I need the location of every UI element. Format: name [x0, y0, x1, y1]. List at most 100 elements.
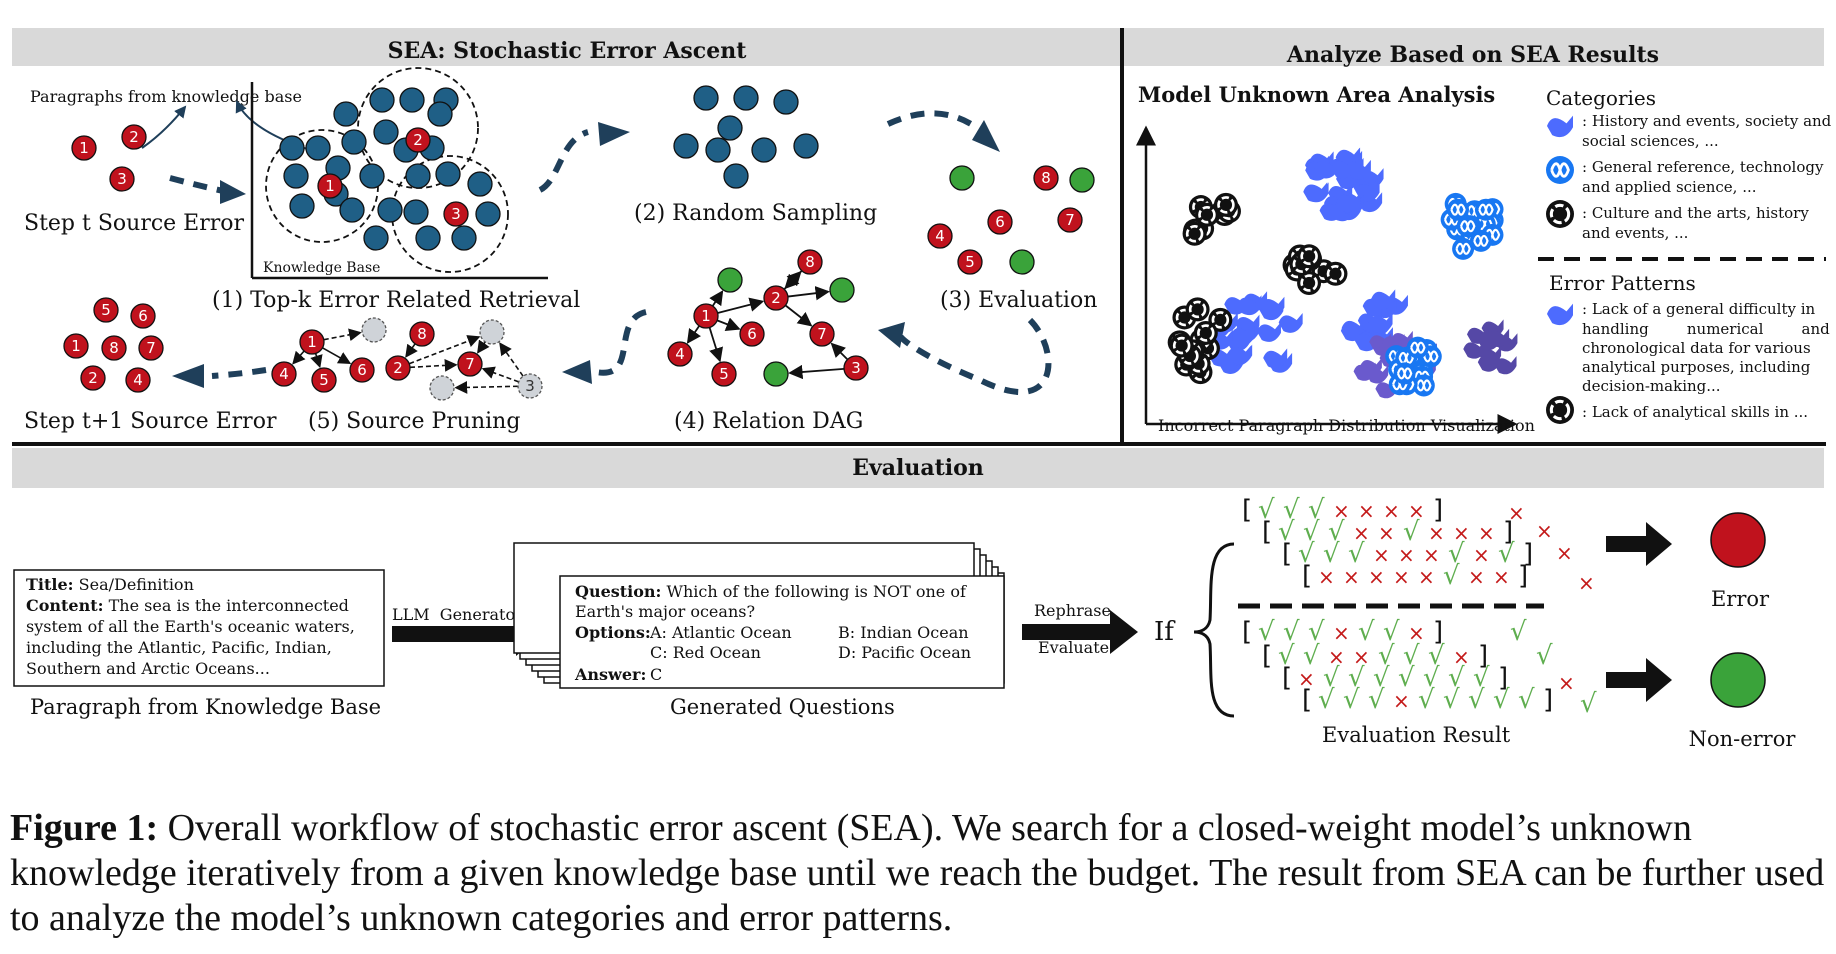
error-label: Error — [1711, 587, 1770, 611]
check-mark: √ — [1343, 685, 1360, 715]
graph-node-number: 3 — [117, 170, 127, 188]
graph-node — [403, 199, 429, 225]
rephrase-arrow — [1022, 610, 1138, 654]
graph-node — [1057, 207, 1083, 233]
flow-arrowhead — [878, 322, 905, 348]
pointer-arrow — [141, 105, 187, 149]
graph-node-number: 1 — [701, 307, 711, 325]
analyze-header-bar — [1124, 28, 1824, 66]
graph-node — [723, 163, 749, 189]
deepseek-icon — [1547, 115, 1573, 138]
graph-node — [809, 321, 835, 347]
result-bracket: ] — [1433, 617, 1443, 647]
flow-arrow — [595, 309, 647, 376]
graph-node — [299, 329, 325, 355]
graph-node — [399, 87, 425, 113]
patterns-title: Error Patterns — [1549, 271, 1696, 295]
cat1-text: : History and events, society and — [1582, 112, 1832, 130]
check-mark: √ — [1443, 561, 1460, 591]
dag-edge — [784, 270, 803, 290]
question-text: Earth's major oceans? — [575, 602, 755, 621]
deepseek-icon — [1479, 346, 1502, 365]
graph-node-number: 7 — [465, 355, 475, 373]
graph-node — [1009, 249, 1035, 275]
graph-node — [373, 119, 399, 145]
cat2-text: : General reference, technology — [1582, 158, 1824, 176]
graph-node-number: 3 — [851, 359, 861, 377]
graph-node — [457, 351, 483, 377]
cross-mark: × — [1558, 671, 1575, 695]
deepseek-icon — [1353, 362, 1376, 381]
evaluation-title: Evaluation — [852, 455, 984, 481]
cross-mark: × — [1318, 565, 1335, 589]
graph-node — [415, 225, 441, 251]
check-mark: √ — [1580, 689, 1597, 719]
graph-node-number: 8 — [1041, 169, 1051, 187]
cross-mark: × — [1578, 571, 1595, 595]
graph-node — [693, 85, 719, 111]
graph-node — [369, 87, 395, 113]
cross-mark: × — [1328, 645, 1345, 669]
graph-node — [121, 124, 147, 150]
graph-node — [405, 163, 431, 189]
meta-icon-glyph — [1450, 203, 1466, 216]
graph-node — [283, 163, 309, 189]
graph-node-number: 7 — [146, 339, 156, 357]
graph-node-number: 6 — [995, 213, 1005, 231]
options-label: Options: — [575, 623, 651, 642]
pruning-edge — [323, 328, 362, 342]
relation-dag-edges — [686, 270, 849, 380]
deepseek-icon — [1355, 181, 1380, 202]
graph-node — [279, 135, 305, 161]
graph-node — [377, 197, 403, 223]
meta-icon-glyph — [1455, 242, 1471, 255]
llm-generator-label: LLM Generator — [392, 605, 523, 624]
check-mark: √ — [1493, 685, 1510, 715]
result-bracket: [ — [1242, 617, 1252, 647]
paragraph-content: Content: The sea is the interconnected — [26, 596, 349, 615]
result-bracket: [ — [1262, 641, 1272, 671]
deepseek-icon — [1278, 312, 1303, 333]
graph-node — [733, 85, 759, 111]
cross-mark: × — [1333, 621, 1350, 645]
openai-icon-ring — [1198, 206, 1216, 224]
deepseek-icon — [1375, 380, 1398, 399]
graph-node-number: 6 — [357, 361, 367, 379]
pattern1-text: decision-making... — [1582, 377, 1721, 395]
meta-icon-glyph — [1478, 203, 1494, 216]
cat2-text: and applied science, ... — [1582, 178, 1757, 196]
generator-arrow — [392, 612, 542, 656]
graph-node-number: 5 — [101, 301, 111, 319]
check-mark: √ — [1278, 641, 1295, 671]
flow-arrow — [886, 110, 982, 133]
deepseek-icon — [1336, 192, 1361, 213]
pruning-edge — [454, 381, 519, 394]
error-arrow — [1606, 522, 1672, 566]
graph-node — [949, 165, 975, 191]
dag-edge — [709, 290, 724, 307]
step-t1-label: Step t+1 Source Error — [24, 409, 277, 434]
step4-label: (4) Relation DAG — [674, 409, 863, 434]
answer-value: C — [650, 665, 662, 684]
flow-arrow — [211, 367, 267, 379]
cross-mark: × — [1373, 543, 1390, 567]
cross-mark: × — [1556, 541, 1573, 565]
cat3-text: and events, ... — [1582, 224, 1688, 242]
pattern1-text: analytical purposes, including — [1582, 358, 1811, 376]
cross-mark: × — [1508, 501, 1525, 525]
dag-edge — [830, 342, 849, 361]
openai-icon-ring — [1185, 225, 1204, 243]
flow-arrow — [169, 175, 229, 195]
paragraph-content: Southern and Arctic Oceans... — [26, 659, 270, 678]
check-mark: √ — [1318, 685, 1335, 715]
flow-arrowhead — [562, 360, 592, 384]
graph-node — [101, 335, 127, 361]
deepseek-icon — [1314, 158, 1339, 179]
graph-node — [479, 319, 505, 345]
dag-edge — [716, 317, 741, 332]
graph-node-number: 1 — [325, 177, 335, 195]
unknown-area-title: Model Unknown Area Analysis — [1138, 82, 1495, 107]
pattern1-text: : Lack of a general difficulty in — [1582, 300, 1816, 318]
check-mark: √ — [1498, 539, 1515, 569]
cross-mark: × — [1333, 499, 1350, 523]
